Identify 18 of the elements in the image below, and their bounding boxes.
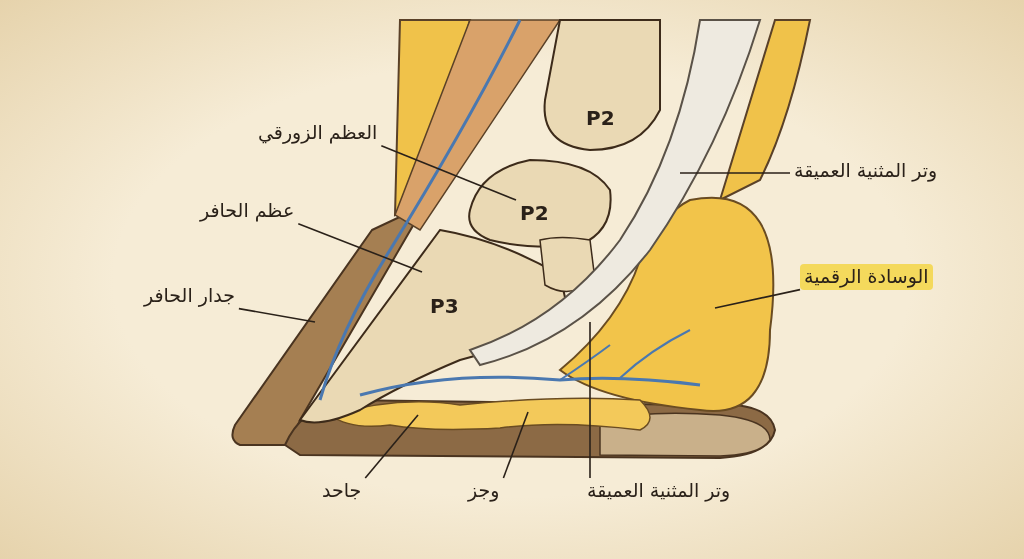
part-label: وتر المثنية العميقة <box>583 478 735 504</box>
leader-line <box>502 411 529 479</box>
part-label: الوسادة الرقمية <box>800 264 933 290</box>
leader-line <box>679 172 791 174</box>
leader-line <box>589 321 591 479</box>
part-label: العظم الزورقي <box>254 120 382 146</box>
leader-line <box>364 414 419 479</box>
part-label: جدار الحافر <box>140 283 239 309</box>
bone-label: P2 <box>516 200 553 227</box>
leader-line <box>297 222 423 273</box>
leader-line <box>714 288 801 309</box>
bone-label: P3 <box>430 296 459 316</box>
part-label: عظم الحافر <box>196 198 299 224</box>
bone-label: P2 <box>586 108 615 128</box>
part-label: وجز <box>464 478 504 504</box>
part-label: جاحد <box>318 478 366 504</box>
leader-line <box>238 307 316 323</box>
part-label: وتر المثنية العميقة <box>790 158 942 184</box>
